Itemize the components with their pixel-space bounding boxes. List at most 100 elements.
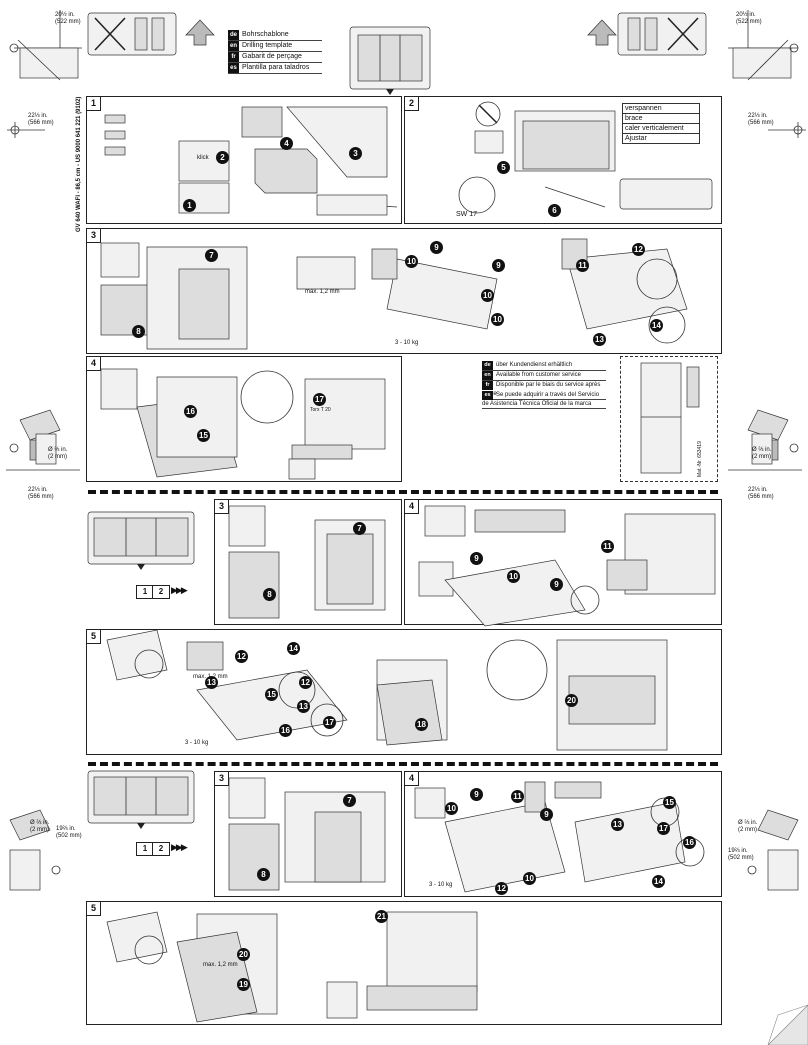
torx-label: Torx T 20 — [310, 407, 331, 413]
step-callout-badge: 15 — [663, 796, 676, 809]
step-callout-badge: 20 — [565, 694, 578, 707]
step-number: 4 — [87, 357, 101, 371]
step-callout-badge: 2 — [216, 151, 229, 164]
step-callout-badge: 14 — [650, 319, 663, 332]
panel-step-3-c: 3 7 8 — [214, 771, 402, 897]
step-callout-badge: 9 — [470, 788, 483, 801]
step-callout-badge: 17 — [313, 393, 326, 406]
step-callout-badge: 12 — [299, 676, 312, 689]
step-callout-badge: 9 — [540, 808, 553, 821]
step-callout-badge: 1 — [183, 199, 196, 212]
step-seq-2-a: 2 — [152, 585, 170, 599]
weight-label: 3 - 10 kg — [429, 882, 453, 888]
step-number: 5 — [87, 630, 101, 644]
panel-step-1: 1 2 4 3 1 klick — [86, 96, 402, 224]
forward-arrows-icon: ▶▶▶ — [171, 842, 188, 852]
step-callout-badge: 9 — [470, 552, 483, 565]
step-callout-badge: 13 — [611, 818, 624, 831]
step-callout-badge: 10 — [491, 313, 504, 326]
step-callout-badge: 20 — [237, 948, 250, 961]
step-callout-badge: 12 — [495, 882, 508, 895]
panel-step-5-b: 5 20 19 21 max. 1,2 mm — [86, 901, 722, 1025]
step-callout-badge: 16 — [279, 724, 292, 737]
weight-label: 3 - 10 kg — [395, 340, 419, 346]
step-callout-badge: 16 — [184, 405, 197, 418]
step-callout-badge: 6 — [548, 204, 561, 217]
step-callout-badge: 9 — [492, 259, 505, 272]
step-callout-badge: 10 — [445, 802, 458, 815]
max-label: max. 1,2 mm — [203, 962, 238, 968]
step-callout-badge: 9 — [430, 241, 443, 254]
step-callout-badge: 13 — [593, 333, 606, 346]
brace-label-box: verspannen brace caler verticalement Aju… — [622, 103, 700, 144]
step-callout-badge: 14 — [652, 875, 665, 888]
step-callout-badge: 8 — [132, 325, 145, 338]
step-callout-badge: 8 — [263, 588, 276, 601]
step-callout-badge: 18 — [415, 718, 428, 731]
panel-step-4-c: 4 9 10 11 9 10 12 15 13 17 16 14 3 - 10 … — [404, 771, 722, 897]
step-callout-badge: 8 — [257, 868, 270, 881]
step-callout-badge: 15 — [265, 688, 278, 701]
section-separator-1 — [88, 490, 718, 494]
step-callout-badge: 11 — [576, 259, 589, 272]
step-seq-2-b: 2 — [152, 842, 170, 856]
service-part-box: Mat.-Nr. 653419 — [620, 356, 718, 482]
step-number: 3 — [215, 772, 229, 786]
step-callout-badge: 17 — [323, 716, 336, 729]
step-number: 3 — [215, 500, 229, 514]
step-callout-badge: 7 — [205, 249, 218, 262]
step-callout-badge: 16 — [683, 836, 696, 849]
sw17-label: SW 17 — [456, 211, 478, 218]
step-callout-badge: 5 — [497, 161, 510, 174]
step-callout-badge: 21 — [375, 910, 388, 923]
top-dimension-right: 20½ in. — [736, 12, 756, 18]
step-number: 3 — [87, 229, 101, 243]
panel-step-3-b: 3 7 8 — [214, 499, 402, 625]
panel-step-4-a: 4 16 15 17 Torx T 20 — [86, 356, 402, 482]
step-callout-badge: 7 — [343, 794, 356, 807]
max-label: max. 1,2 mm — [193, 674, 228, 680]
panel-step-2: 2 5 6 SW 17 — [404, 96, 722, 224]
weight-label: 3 - 10 kg — [185, 740, 209, 746]
top-dimension-left-mm: (522 mm) — [55, 19, 81, 25]
step-callout-badge: 9 — [550, 578, 563, 591]
step-callout-badge: 11 — [601, 540, 614, 553]
step-callout-badge: 12 — [632, 243, 645, 256]
step-callout-badge: 11 — [511, 790, 524, 803]
section-separator-2 — [88, 762, 718, 766]
click-label: klick — [197, 155, 209, 161]
step-callout-badge: 3 — [349, 147, 362, 160]
step-number: 4 — [405, 772, 419, 786]
step-callout-badge: 10 — [405, 255, 418, 268]
top-dimension-left: 20½ in. — [55, 12, 75, 18]
max-label: max. 1,2 mm — [305, 289, 340, 295]
step-callout-badge: 10 — [523, 872, 536, 885]
forward-arrows-icon: ▶▶▶ — [171, 585, 188, 595]
step-callout-badge: 10 — [507, 570, 520, 583]
step-callout-badge: 10 — [481, 289, 494, 302]
step-callout-badge: 17 — [657, 822, 670, 835]
step-callout-badge: 12 — [235, 650, 248, 663]
step-number: 1 — [87, 97, 101, 111]
step-number: 5 — [87, 902, 101, 916]
step-number: 2 — [405, 97, 419, 111]
step-callout-badge: 14 — [287, 642, 300, 655]
step-callout-badge: 13 — [205, 676, 218, 689]
mat-nr-label: Mat.-Nr. 653419 — [697, 441, 703, 477]
panel-step-5-a: 5 12 14 13 15 12 13 16 17 18 20 max. 1,2… — [86, 629, 722, 755]
panel-step-4-b: 4 9 10 9 11 — [404, 499, 722, 627]
step-callout-badge: 7 — [353, 522, 366, 535]
step-number: 4 — [405, 500, 419, 514]
panel-step-3-a: 3 7 8 9 9 10 10 10 11 12 13 14 max. 1,2 … — [86, 228, 722, 354]
top-dimension-right-mm: (522 mm) — [736, 19, 762, 25]
step-callout-badge: 4 — [280, 137, 293, 150]
step-callout-badge: 19 — [237, 978, 250, 991]
step-callout-badge: 15 — [197, 429, 210, 442]
